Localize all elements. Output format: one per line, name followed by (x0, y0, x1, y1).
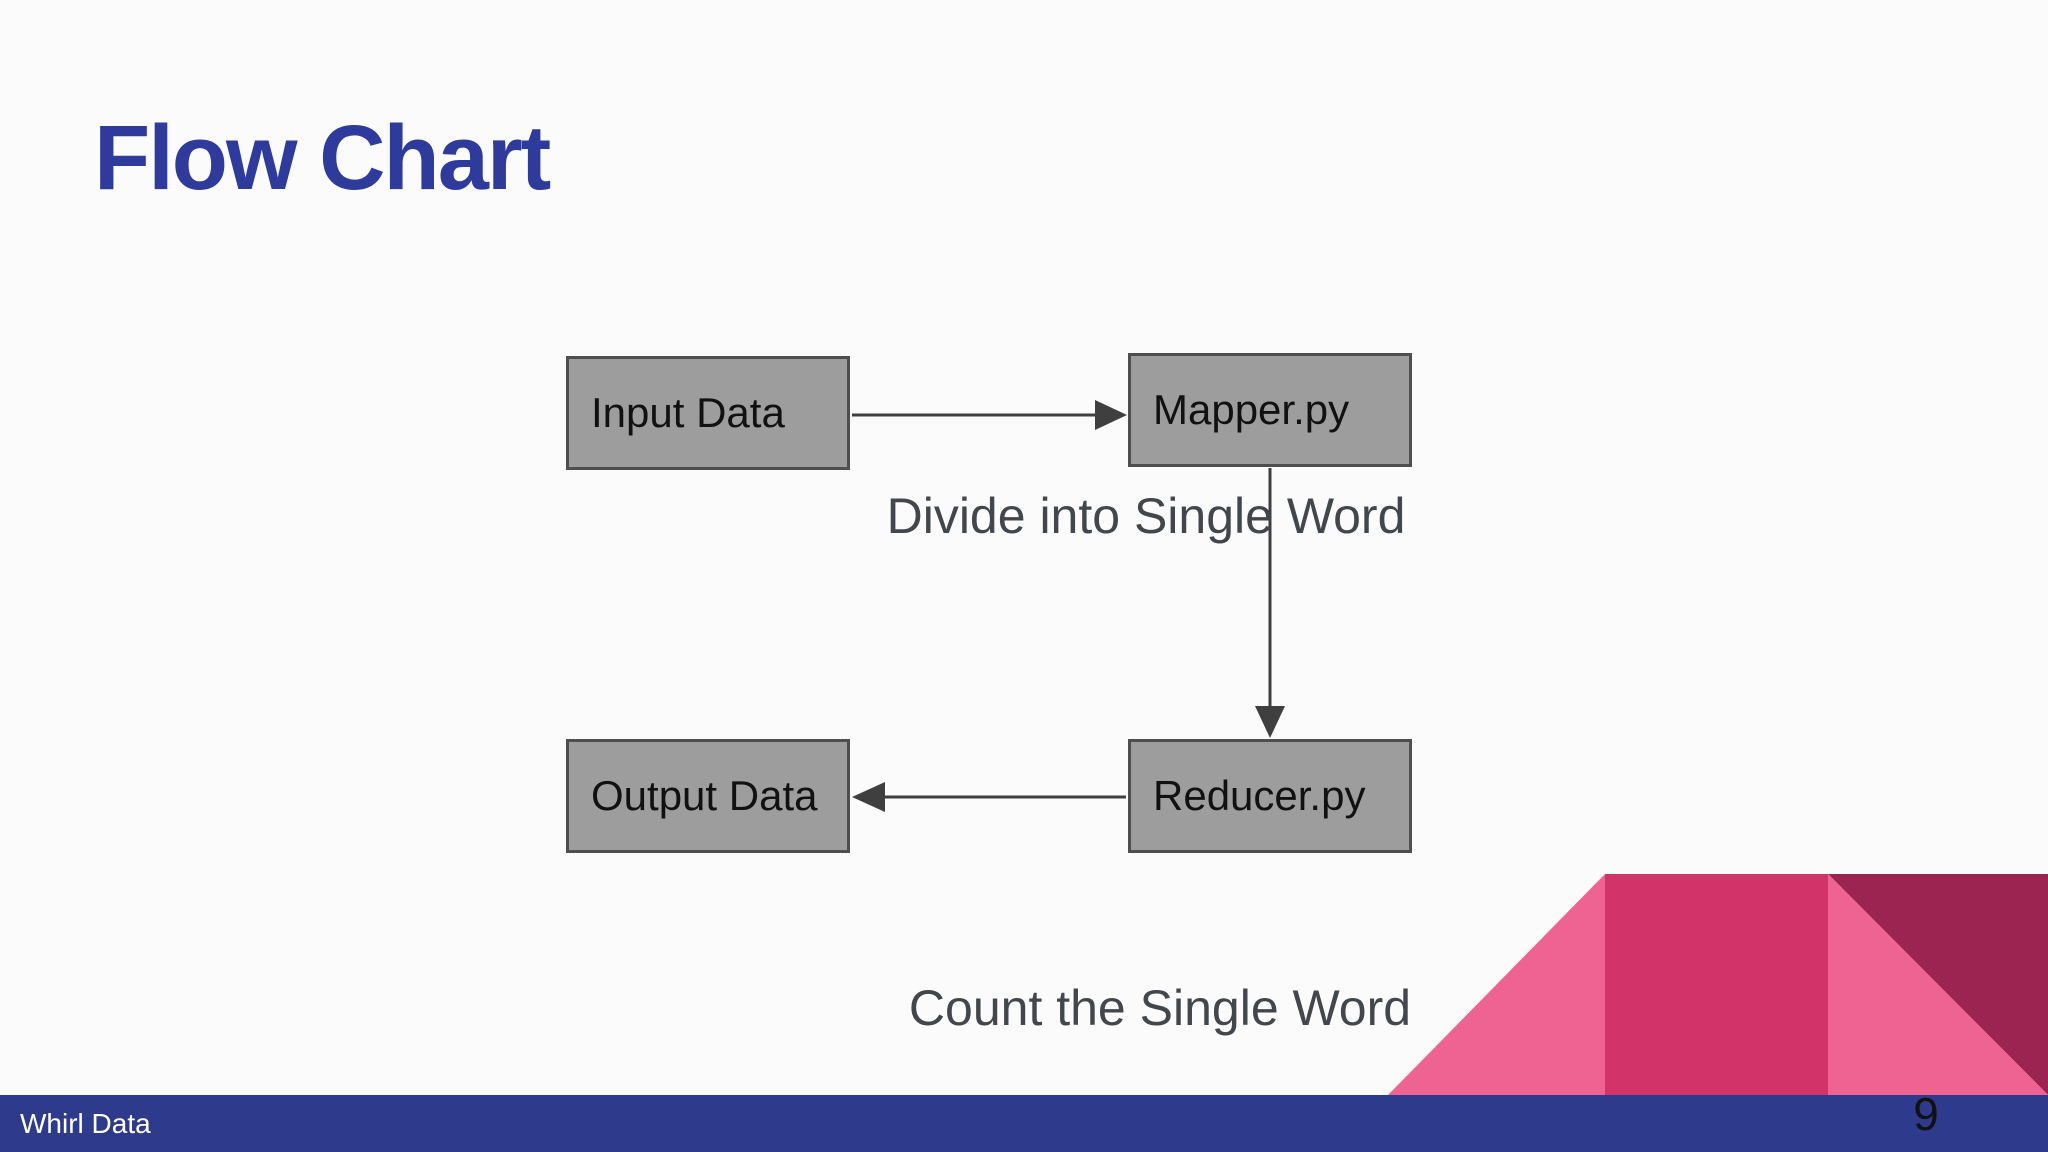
node-input-data-label: Input Data (591, 389, 785, 436)
annotation-divide-into-single-word: Divide into Single Word (886, 488, 1406, 544)
node-input-data: Input Data (566, 356, 850, 470)
annotation-count-the-single-word: Count the Single Word (908, 980, 1412, 1036)
node-mapper-label: Mapper.py (1153, 386, 1350, 433)
node-output-data-label: Output Data (591, 772, 818, 819)
node-reducer: Reducer.py (1128, 739, 1412, 853)
pink-triangle-right (1828, 874, 2048, 1095)
page-number: 9 (1913, 1088, 1939, 1140)
page-title: Flow Chart (94, 107, 551, 209)
footer-brand: Whirl Data (20, 1107, 151, 1139)
arrowhead-mapper-to-reducer (1255, 706, 1285, 738)
node-reducer-label: Reducer.py (1153, 772, 1366, 819)
footer-bar: Whirl Data (0, 1095, 2048, 1152)
pink-triangle-left (1388, 874, 1605, 1095)
arrowhead-input-to-mapper (1095, 400, 1127, 430)
crimson-rectangle-center (1605, 874, 1828, 1095)
arrowhead-reducer-to-output (852, 782, 885, 812)
node-output-data: Output Data (566, 739, 850, 853)
node-mapper: Mapper.py (1128, 353, 1412, 467)
